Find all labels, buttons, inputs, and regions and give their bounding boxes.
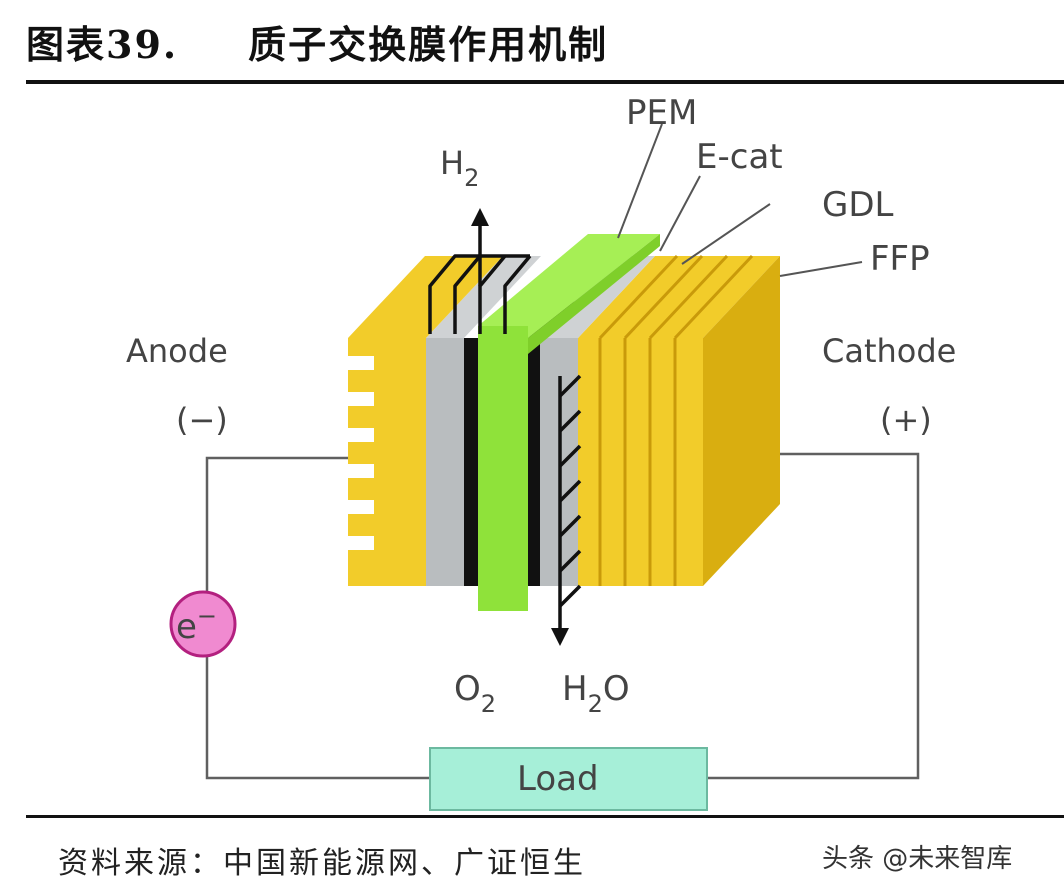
ffp-label: FFP [870,239,930,279]
ecat-label: E-cat [696,137,783,177]
gdl-label: GDL [822,185,894,225]
o2-label: O2 [454,669,496,718]
cathode-fins [598,254,754,586]
cathode-plate [578,338,703,586]
leader-lines [617,123,863,277]
cathode-label: Cathode [822,332,956,370]
o2-arrow-icon [551,628,569,646]
fuel-cell-diagram: PEM E-cat GDL FFP Anode (−) Cathode (+) … [126,93,956,811]
anode-label: Anode [126,332,228,370]
top-rule [26,80,1064,84]
h2o-label: H2O [562,669,630,718]
load-box [429,747,708,811]
h2-flow-icon [428,221,532,334]
pem-side [528,234,660,354]
watermark: 头条 @未来智库 [822,844,1013,874]
cathode-plate-side [703,256,780,586]
load-label: Load [517,759,599,799]
cathode-plate-top [578,256,780,338]
anode-ecat [464,338,478,586]
anode-fins [348,356,374,550]
anode-gdl [426,338,464,586]
electron-label: e− [176,602,217,647]
h2-label: H2 [440,144,479,192]
o2-flow-icon [558,374,582,631]
pem-membrane [478,326,528,611]
pem-top [478,234,660,338]
source-note: 资料来源：中国新能源网、广证恒生 [58,846,586,881]
pem-label: PEM [626,93,697,133]
cathode-ecat [528,338,540,586]
circuit-wire-right [707,452,920,780]
page-title: 图表39. 质子交换膜作用机制 [26,14,608,69]
electron-icon [169,590,237,658]
anode-sign: (−) [176,401,228,439]
figure-number: 图表39. [26,22,179,67]
cathode-sign: (+) [880,401,932,439]
h2-arrow-icon [471,208,489,226]
figure-title: 质子交换膜作用机制 [248,22,609,67]
bottom-rule [26,815,1064,818]
